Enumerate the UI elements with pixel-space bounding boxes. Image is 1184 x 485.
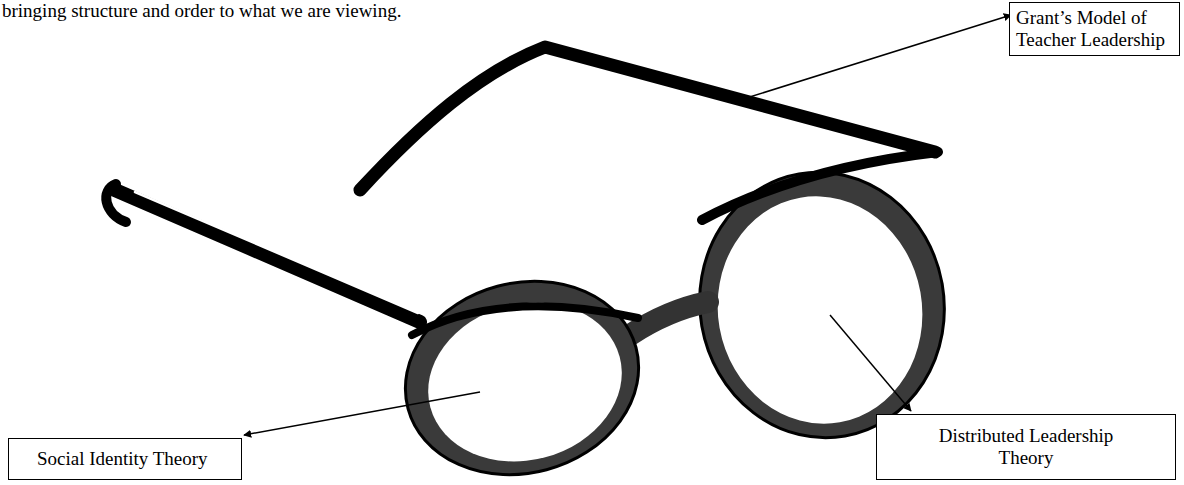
right-lens-frame [679, 153, 965, 457]
left-lens [410, 281, 640, 482]
leader-line [244, 392, 480, 435]
box-label: Distributed Leadership Theory [921, 425, 1131, 469]
left-lens-frame [383, 256, 660, 485]
running-text: bringing structure and order to what we … [2, 0, 401, 22]
label-box: Grant’s Model of Teacher Leadership [1009, 2, 1180, 56]
temple-tip [106, 184, 126, 222]
box-label: Social Identity Theory [37, 448, 209, 470]
label-box: Distributed Leadership Theory [876, 414, 1176, 480]
left-rim [412, 306, 638, 335]
leader-line [740, 15, 1011, 100]
near-temple [115, 190, 420, 322]
temple-highlight [135, 192, 418, 313]
box-label: Grant’s Model of Teacher Leadership [1016, 7, 1172, 51]
label-box: Social Identity Theory [8, 438, 242, 480]
right-lens [700, 180, 940, 440]
right-rim [702, 152, 938, 220]
leader-line [830, 315, 911, 411]
